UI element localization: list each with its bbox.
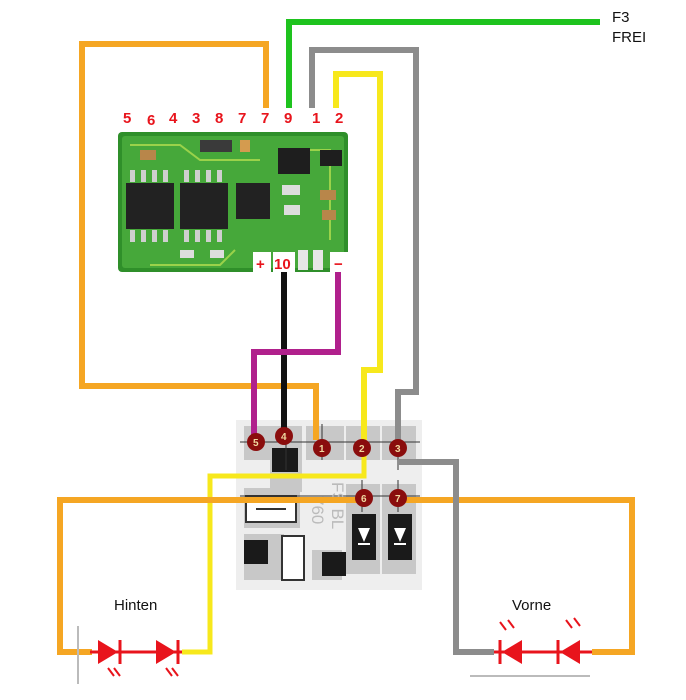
decoder-pin-label: 1 bbox=[312, 110, 320, 127]
ic-chip-left bbox=[126, 183, 174, 229]
ic-chip-middle bbox=[180, 183, 228, 229]
wires bbox=[57, 19, 635, 655]
label-f3: F3 bbox=[612, 9, 630, 26]
label-hinten: Hinten bbox=[114, 597, 157, 614]
led-icon bbox=[556, 617, 581, 664]
pad-label: 6 bbox=[361, 494, 367, 505]
decoder-pin-label: 3 bbox=[192, 110, 200, 127]
decoder-pin-label: 2 bbox=[335, 110, 343, 127]
led-icon bbox=[498, 619, 522, 664]
decoder-pin-10: 10 bbox=[274, 256, 291, 273]
decoder-pin-label: 6 bbox=[147, 112, 155, 129]
gray-wire-vorne bbox=[398, 459, 494, 655]
decoder-pin-labels-bottom: + 10 − bbox=[253, 252, 348, 273]
light-board-number: 760 bbox=[308, 496, 327, 524]
orange-wire-decoder bbox=[79, 41, 319, 440]
label-frei: FREI bbox=[612, 29, 646, 46]
led-icon bbox=[156, 640, 180, 677]
led-group-vorne bbox=[470, 617, 592, 677]
led-icon bbox=[98, 640, 122, 677]
light-board-pads: 5 4 1 2 3 6 7 bbox=[247, 427, 407, 507]
orange-wire-vorne bbox=[395, 497, 635, 655]
pad-label: 5 bbox=[253, 438, 259, 449]
decoder-pin-labels-top: 5 6 4 3 8 7 7 9 1 2 bbox=[123, 110, 343, 129]
yellow-wire-hinten bbox=[182, 440, 367, 655]
label-vorne: Vorne bbox=[512, 597, 551, 614]
green-wire-f3 bbox=[286, 19, 600, 108]
pad-label: 2 bbox=[359, 444, 365, 455]
light-board-text: FS BL bbox=[328, 482, 347, 529]
decoder-pin-label: 8 bbox=[215, 110, 223, 127]
decoder-pin-label: 9 bbox=[284, 110, 292, 127]
decoder-pin-label: 4 bbox=[169, 110, 178, 127]
decoder-board bbox=[114, 104, 354, 282]
decoder-pin-minus: − bbox=[334, 256, 343, 273]
decoder-pin-label: 7 bbox=[261, 110, 269, 127]
pad-label: 1 bbox=[319, 444, 325, 455]
gray-wire-decoder bbox=[309, 47, 419, 440]
led-group-hinten bbox=[77, 626, 182, 684]
decoder-pin-label: 5 bbox=[123, 110, 131, 127]
yellow-wire-decoder bbox=[333, 71, 383, 440]
pad-label: 7 bbox=[395, 494, 401, 505]
pad-label: 4 bbox=[281, 432, 287, 443]
ic-chip-right bbox=[236, 183, 270, 219]
decoder-pin-plus: + bbox=[256, 256, 265, 273]
pad-label: 3 bbox=[395, 444, 401, 455]
magenta-wire bbox=[251, 272, 341, 440]
decoder-pin-label: 7 bbox=[238, 110, 246, 127]
